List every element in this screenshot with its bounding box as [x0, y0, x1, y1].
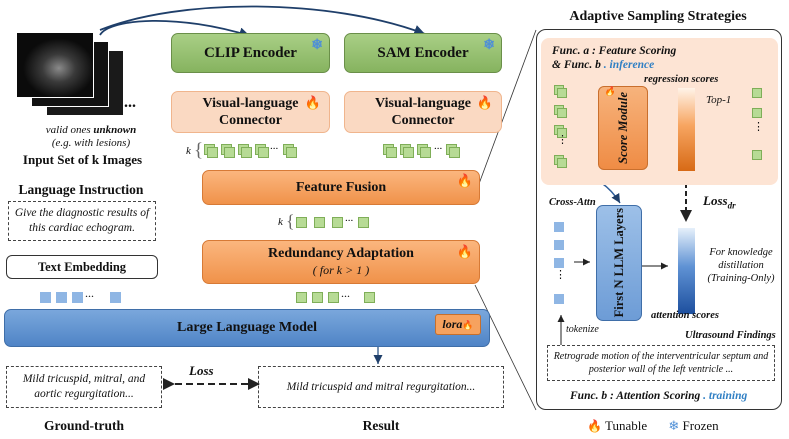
text-token-column: ⋮: [554, 222, 566, 312]
input-feature-tokens: ⋮: [554, 85, 576, 175]
instruction-text-box: Give the diagnostic results of this card…: [8, 201, 156, 241]
func-a-label: Func. a : Feature Scoring & Func. b . in…: [552, 45, 677, 71]
lora-badge: lora🔥: [435, 314, 481, 335]
large-language-model: Large Language Model lora🔥: [4, 309, 490, 347]
text-tokens: ...: [40, 286, 130, 304]
distillation-note: For knowledge distillation (Training-Onl…: [707, 247, 775, 284]
attention-score-bar: [678, 228, 695, 314]
func-b-label: Func. b : Attention Scoring . training: [570, 390, 748, 402]
first-n-llm-layers: First N LLM Layers: [596, 205, 642, 321]
input-set-caption: Input Set of k Images: [22, 152, 143, 167]
legend: 🔥 Tunable ❄ Frozen: [587, 418, 777, 436]
loss-dr-label: Lossdr: [703, 193, 736, 211]
sam-encoder: SAM Encoder ❄: [344, 33, 502, 73]
fused-feature-tokens: k { ...: [278, 211, 388, 232]
clip-encoder: CLIP Encoder ❄: [171, 33, 330, 73]
ground-truth-text: Mild tricuspid, mitral, and aortic regur…: [6, 366, 162, 408]
attention-scores-label: attention scores: [651, 310, 719, 321]
clip-feature-stack: k { ...: [186, 140, 300, 164]
top1-label: Top-1: [706, 94, 732, 106]
flame-icon: 🔥: [456, 244, 473, 259]
more-images-dots: ...: [124, 94, 136, 111]
score-module: Score Module 🔥: [598, 86, 648, 170]
legend-frozen: Frozen: [682, 418, 719, 433]
sam-feature-stack: ...: [383, 140, 493, 164]
result-text: Mild tricuspid and mitral regurgitation.…: [258, 366, 504, 408]
input-images: ...: [16, 32, 136, 117]
loss-label: Loss: [189, 363, 214, 378]
snowflake-icon: ❄: [483, 38, 495, 53]
redundancy-adaptation-box: Redundancy Adaptation( for k > 1 ) 🔥: [202, 240, 480, 284]
ground-truth-caption: Ground-truth: [43, 418, 125, 433]
visual-tokens: ...: [296, 286, 386, 304]
flame-icon: 🔥: [304, 95, 321, 110]
cross-attn-label: Cross-Attn: [549, 197, 596, 208]
valid-ones-note: valid ones unknown (e.g. with lesions): [45, 124, 137, 149]
ultrasound-findings-title: Ultrasound Findings: [685, 330, 776, 341]
result-caption: Result: [362, 418, 400, 433]
text-embedding-box: Text Embedding: [6, 255, 158, 279]
feature-fusion-box: Feature Fusion 🔥: [202, 170, 480, 205]
selected-tokens: ⋮: [752, 88, 764, 178]
legend-tunable: Tunable: [604, 418, 648, 433]
snowflake-icon: ❄: [668, 418, 680, 433]
ultrasound-findings-text: Retrograde motion of the interventricula…: [547, 345, 775, 381]
feature-scoring-panel: [541, 38, 778, 185]
flame-icon: 🔥: [587, 419, 602, 433]
language-instruction-title: Language Instruction: [18, 182, 144, 197]
echo-image-icon: [16, 32, 94, 98]
flame-icon: 🔥: [456, 173, 473, 188]
flame-icon: 🔥: [476, 95, 493, 110]
adaptive-sampling-title: Adaptive Sampling Strategies: [569, 9, 747, 24]
flame-icon: 🔥: [604, 86, 616, 96]
snowflake-icon: ❄: [311, 38, 323, 53]
regression-scores-label: regression scores: [644, 74, 719, 85]
tokenize-label: tokenize: [566, 324, 599, 335]
adaptive-sampling-panel: [536, 29, 782, 410]
regression-score-bar: [678, 88, 695, 171]
